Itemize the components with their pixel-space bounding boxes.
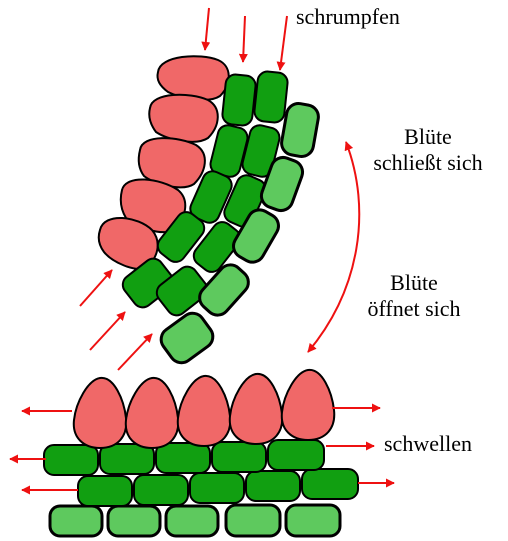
shrink-arrow	[205, 8, 209, 50]
open-close-arrow	[308, 142, 359, 352]
closed-petal-tissue	[99, 56, 320, 367]
petal-cell	[149, 95, 218, 142]
cell	[246, 471, 300, 501]
open-petal-tissue	[44, 370, 358, 536]
petal-cell	[126, 378, 178, 448]
opens-label-line2: öffnet sich	[367, 296, 460, 321]
light-cells-open	[50, 505, 340, 536]
shrink-label: schrumpfen	[296, 4, 400, 29]
petal-cell	[282, 370, 334, 440]
opens-label-line1: Blüte	[390, 270, 438, 295]
cell	[134, 475, 188, 505]
cell	[212, 442, 266, 472]
cell	[190, 473, 244, 503]
swell-label: schwellen	[384, 431, 472, 456]
cell	[156, 309, 217, 368]
petal-cell	[178, 376, 230, 446]
cell	[166, 506, 218, 536]
closes-label-line1: Blüte	[404, 124, 452, 149]
cell	[156, 443, 210, 473]
cell	[302, 469, 358, 499]
petal-cell	[157, 56, 228, 100]
cell	[50, 506, 102, 536]
cell	[78, 476, 132, 506]
cell	[268, 440, 324, 470]
petal-cells-open	[74, 370, 334, 448]
petal-cell	[74, 378, 126, 448]
cell	[226, 505, 280, 536]
push-arrow	[90, 312, 125, 350]
shrink-arrow	[280, 16, 287, 70]
cell	[108, 506, 160, 536]
push-arrow	[118, 334, 152, 370]
petal-cell	[230, 374, 282, 444]
shrink-arrow	[243, 16, 245, 62]
cell	[221, 74, 256, 127]
cell	[253, 71, 288, 124]
cell	[44, 445, 98, 475]
cell	[286, 505, 340, 536]
cell	[280, 102, 321, 159]
push-arrow	[80, 270, 112, 306]
closes-label-line2: schließt sich	[373, 150, 482, 175]
